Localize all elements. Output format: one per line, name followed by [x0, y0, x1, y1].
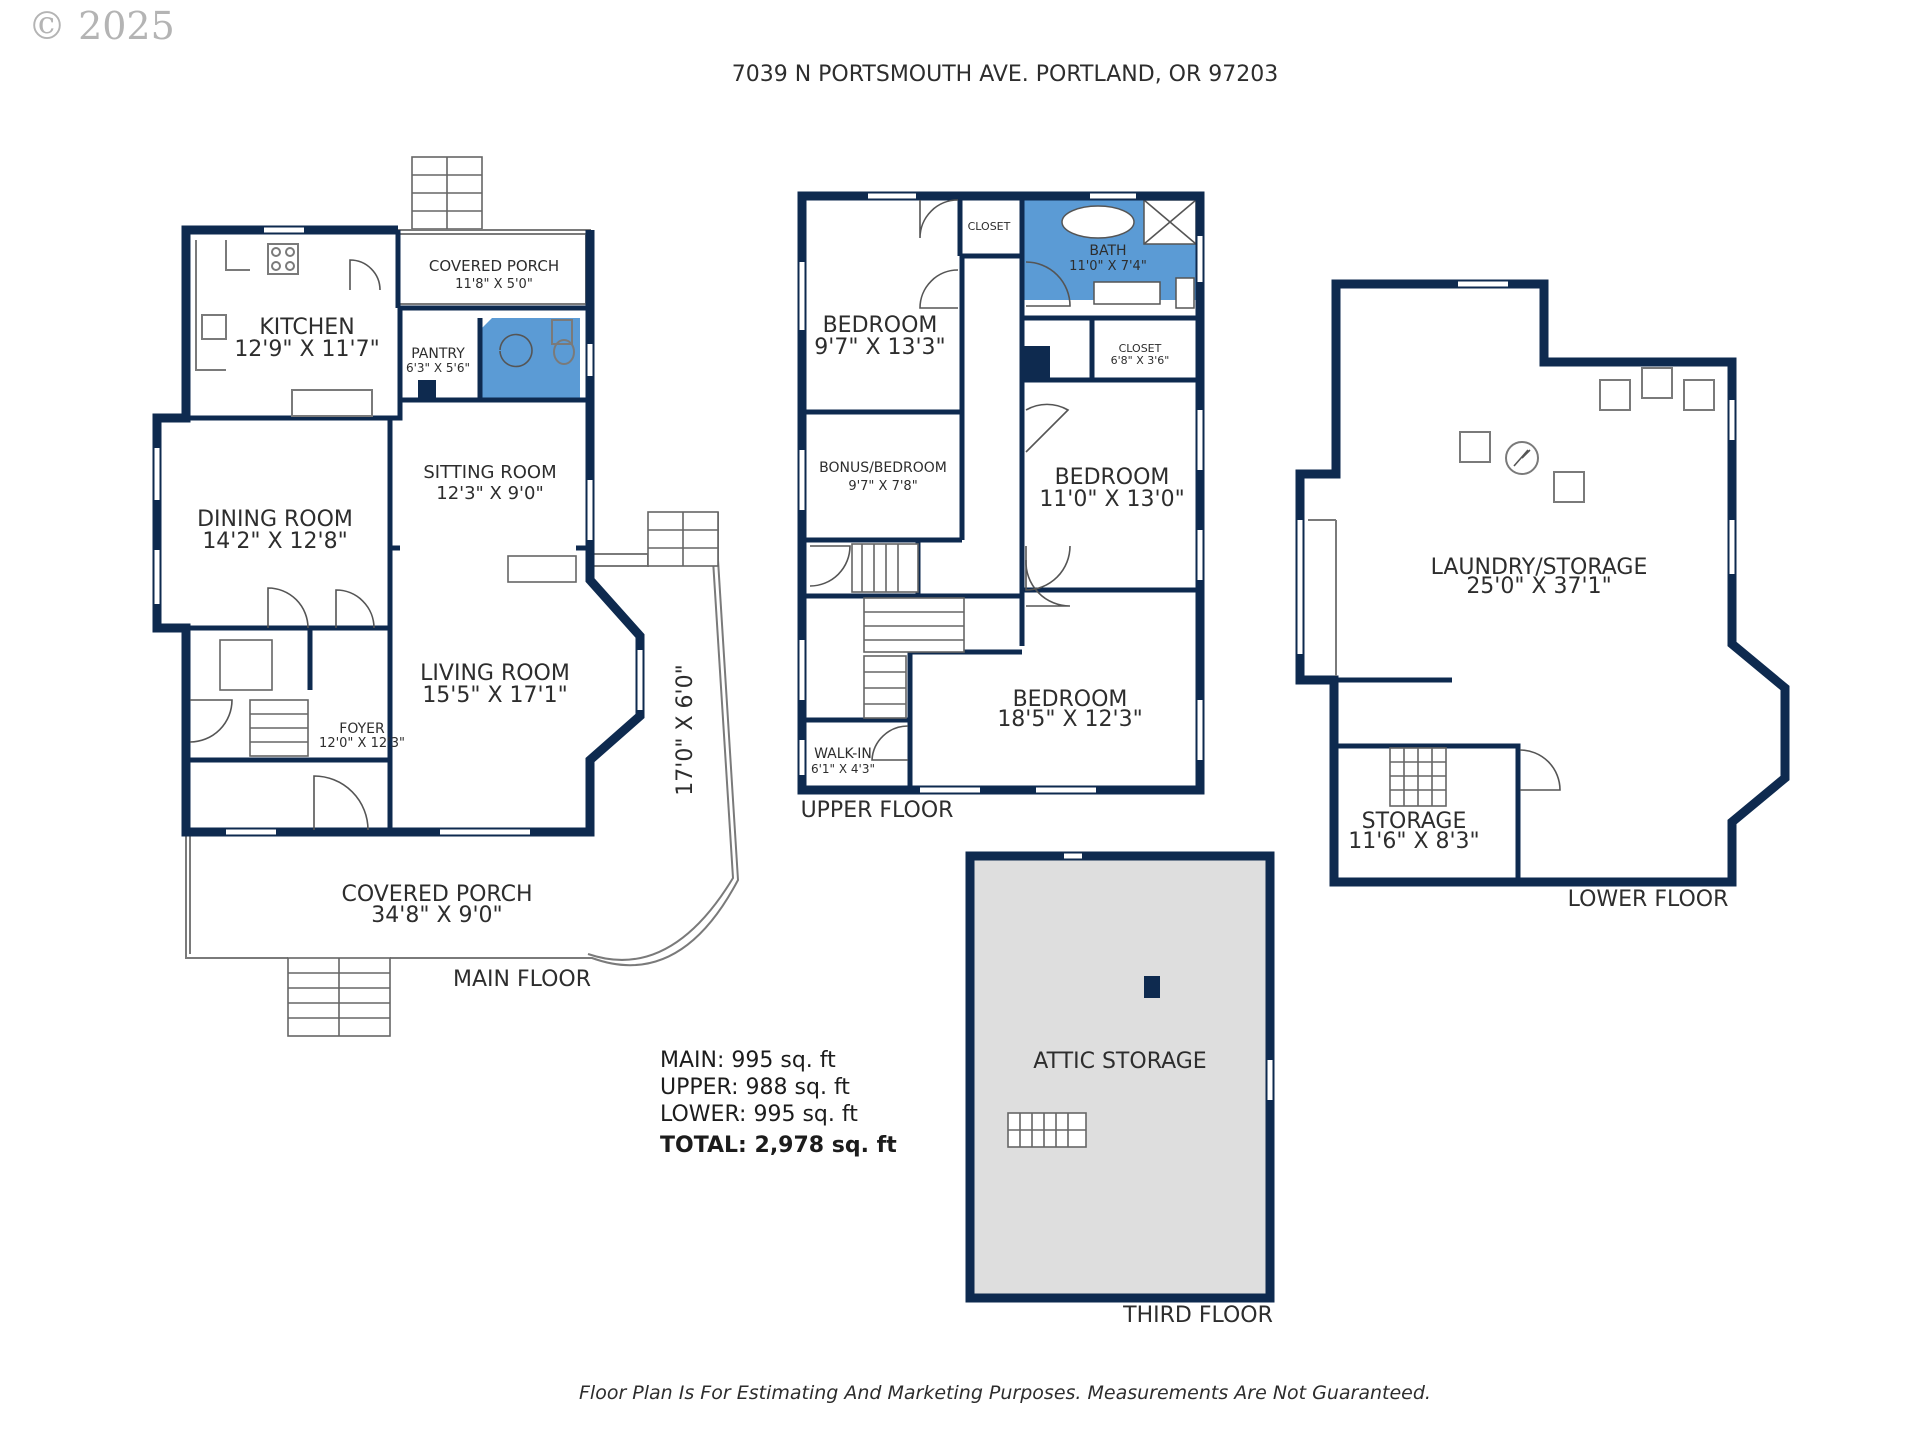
laundry-dim: 25'0" X 37'1": [1466, 574, 1611, 599]
laundry-label: LAUNDRY/STORAGE: [1431, 555, 1648, 580]
bedroom-e-label: BEDROOM: [1055, 465, 1170, 490]
pantry-label: PANTRY: [411, 346, 465, 362]
bedroom-s-dim: 18'5" X 12'3": [997, 707, 1142, 732]
upper-floor-plan: [797, 191, 1205, 795]
upper-floor-title: UPPER FLOOR: [801, 798, 954, 823]
main-floor-windows: [154, 227, 643, 835]
pantry-dim: 6'3" X 5'6": [406, 361, 470, 375]
foyer-label: FOYER: [339, 721, 385, 737]
walkin-label: WALK-IN: [814, 746, 872, 762]
storage-label: STORAGE: [1362, 809, 1467, 834]
square-footage-summary: MAIN: 995 sq. ft UPPER: 988 sq. ft LOWER…: [660, 1047, 897, 1159]
back-porch-label: COVERED PORCH: [429, 257, 559, 275]
storage-dim: 11'6" X 8'3": [1348, 829, 1479, 854]
attic-stairs: [1007, 1112, 1087, 1148]
main-floor-plan: [152, 156, 740, 1037]
third-floor-plan: [965, 851, 1275, 1303]
front-porch-steps: [287, 957, 391, 1037]
back-porch-dim: 11'8" X 5'0": [455, 277, 533, 292]
closet2-dim: 6'8" X 3'6": [1111, 354, 1170, 367]
bedroom-nw-label: BEDROOM: [823, 313, 938, 338]
foyer-dim: 12'0" X 12'3": [319, 736, 405, 751]
kitchen-fixtures: [195, 240, 381, 417]
walkin-dim: 6'1" X 4'3": [811, 762, 875, 776]
bonus-dim: 9'7" X 7'8": [848, 479, 917, 494]
bedroom-nw-dim: 9'7" X 13'3": [814, 335, 945, 360]
main-sqft: MAIN: 995 sq. ft: [660, 1048, 836, 1073]
front-porch-dim: 34'8" X 9'0": [371, 903, 502, 928]
lower-floor-title: LOWER FLOOR: [1568, 887, 1729, 912]
property-address: 7039 N PORTSMOUTH AVE. PORTLAND, OR 9720…: [731, 62, 1279, 87]
kitchen-dim: 12'9" X 11'7": [234, 337, 379, 362]
closet2-label: CLOSET: [1119, 342, 1162, 355]
lower-stairs: [1389, 747, 1447, 807]
bath-label: BATH: [1089, 243, 1126, 259]
main-floor-title: MAIN FLOOR: [453, 967, 591, 992]
dining-room-label: DINING ROOM: [197, 507, 353, 532]
upper-closet-label: CLOSET: [968, 220, 1011, 233]
total-sqft: TOTAL: 2,978 sq. ft: [660, 1133, 897, 1158]
kitchen-label: KITCHEN: [259, 315, 354, 340]
dining-room-dim: 14'2" X 12'8": [202, 529, 347, 554]
living-room-dim: 15'5" X 17'1": [422, 683, 567, 708]
attic-label: ATTIC STORAGE: [1033, 1049, 1206, 1074]
main-stairs: [219, 639, 309, 757]
copyright-watermark: © 2025: [28, 4, 175, 48]
disclaimer: Floor Plan Is For Estimating And Marketi…: [579, 1382, 1431, 1404]
bedroom-e-dim: 11'0" X 13'0": [1039, 487, 1184, 512]
side-porch-dim: 17'0" X 6'0": [673, 664, 698, 795]
back-porch-steps: [411, 156, 483, 230]
bath-dim: 11'0" X 7'4": [1069, 259, 1147, 274]
bonus-label: BONUS/BEDROOM: [819, 460, 947, 476]
lower-floor-plan: [1295, 279, 1790, 887]
living-room-label: LIVING ROOM: [420, 661, 570, 686]
upper-floor-windows: [799, 193, 1203, 793]
bedroom-s-label: BEDROOM: [1013, 687, 1128, 712]
sitting-room-dim: 12'3" X 9'0": [436, 483, 544, 504]
lower-floor-windows: [1297, 281, 1735, 654]
third-floor-title: THIRD FLOOR: [1122, 1303, 1273, 1328]
sitting-room-label: SITTING ROOM: [423, 462, 556, 483]
front-porch-label: COVERED PORCH: [341, 882, 532, 907]
upper-stairs: [851, 543, 965, 719]
side-porch-steps: [647, 511, 719, 567]
upper-sqft: UPPER: 988 sq. ft: [660, 1075, 850, 1100]
lower-sqft: LOWER: 995 sq. ft: [660, 1102, 858, 1127]
